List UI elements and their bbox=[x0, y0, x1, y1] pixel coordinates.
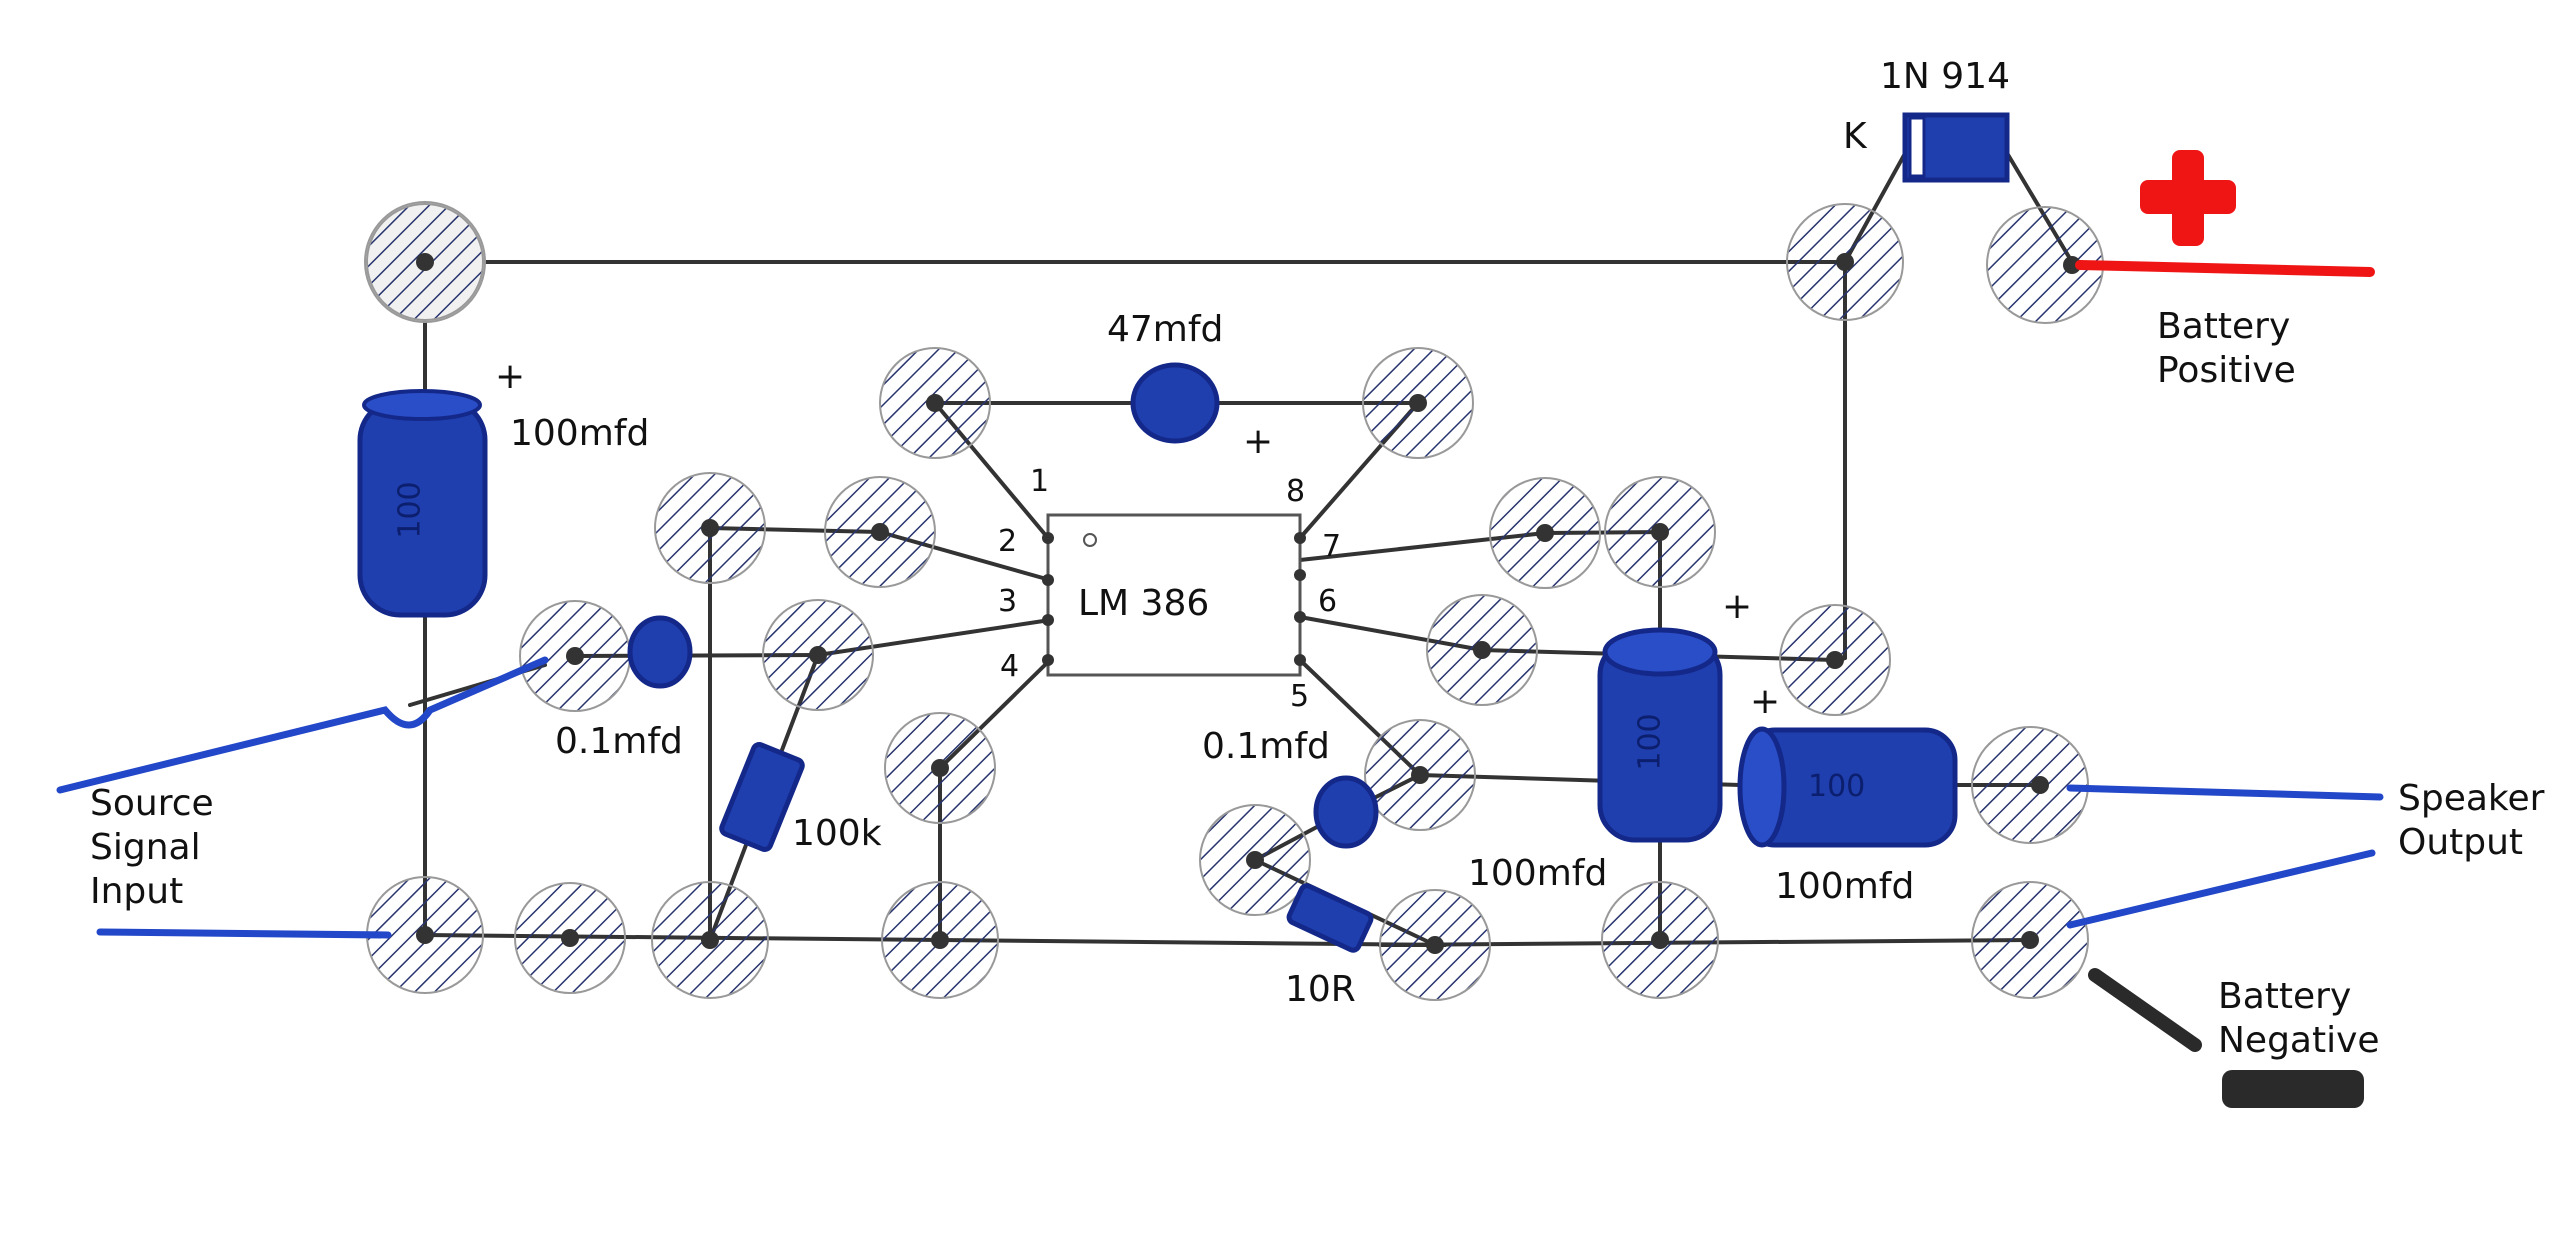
resistor-10r-label: 10R bbox=[1285, 969, 1356, 1010]
ic-pin-2: 2 bbox=[998, 524, 1018, 559]
capacitor-100mfd-middle bbox=[1597, 627, 1723, 843]
capacitor-47mfd-plus: + bbox=[1243, 421, 1274, 462]
speaker-ground-wire bbox=[2066, 849, 2376, 929]
diode-label: 1N 914 bbox=[1880, 56, 2010, 97]
capacitor-zobel-value: 0.1mfd bbox=[1202, 726, 1330, 767]
resistor-10r bbox=[1286, 883, 1374, 953]
resistor-100k bbox=[719, 742, 805, 852]
capacitor-input-value: 0.1mfd bbox=[555, 721, 683, 762]
capacitor-47mfd bbox=[1130, 362, 1220, 444]
battery-negative-label: Battery Negative bbox=[2218, 976, 2380, 1061]
resistor-100k-label: 100k bbox=[792, 813, 882, 854]
ic-pin-6: 6 bbox=[1318, 584, 1338, 619]
signal-wires bbox=[56, 656, 2384, 939]
capacitor-100mfd-output bbox=[1737, 726, 1958, 848]
ic-pin-5: 5 bbox=[1290, 679, 1310, 714]
ic-pin-8: 8 bbox=[1286, 474, 1306, 509]
capacitor-middle-marking: 100 bbox=[1632, 713, 1668, 771]
speaker-output-label: Speaker Output bbox=[2398, 778, 2545, 863]
battery-positive-symbol bbox=[2140, 150, 2236, 246]
capacitor-47mfd-value: 47mfd bbox=[1107, 309, 1224, 350]
battery-positive-label: Battery Positive bbox=[2157, 306, 2296, 391]
capacitor-left-value: 100mfd bbox=[510, 413, 650, 454]
ic-pin-3: 3 bbox=[998, 584, 1018, 619]
battery-negative-symbol bbox=[2222, 1070, 2364, 1108]
capacitor-0.1mfd-zobel bbox=[1313, 775, 1379, 849]
diode-1n914 bbox=[1902, 112, 2010, 183]
ic-name: LM 386 bbox=[1078, 582, 1209, 626]
capacitor-0.1mfd-input bbox=[627, 615, 693, 689]
ic-name-text: LM 386 bbox=[1078, 583, 1210, 624]
battery-positive-lead bbox=[2075, 260, 2375, 277]
diode-cathode-label: K bbox=[1843, 116, 1867, 157]
source-ground-wire bbox=[96, 928, 392, 939]
source-signal-input-label: Source Signal Input bbox=[90, 783, 214, 912]
speaker-output-wire bbox=[2066, 784, 2384, 801]
ic-pin-7: 7 bbox=[1322, 529, 1342, 564]
ic-pin-4: 4 bbox=[1000, 649, 1020, 684]
source-signal-wire bbox=[56, 656, 549, 794]
capacitor-output-value: 100mfd bbox=[1775, 866, 1915, 907]
pad bbox=[1971, 726, 2089, 844]
capacitor-output-plus: + bbox=[1750, 681, 1781, 722]
capacitor-left-plus: + bbox=[495, 356, 526, 397]
capacitor-output-marking: 100 bbox=[1808, 769, 1866, 804]
capacitor-middle-plus: + bbox=[1722, 586, 1753, 627]
capacitor-middle-value: 100mfd bbox=[1468, 853, 1608, 894]
ic-lm386 bbox=[1042, 513, 1306, 677]
ic-pin-1: 1 bbox=[1030, 464, 1050, 499]
pad-dots bbox=[416, 253, 2081, 954]
capacitor-left-marking: 100 bbox=[392, 481, 428, 539]
battery-negative-lead bbox=[2088, 968, 2202, 1052]
capacitor-100mfd-left bbox=[357, 389, 488, 618]
